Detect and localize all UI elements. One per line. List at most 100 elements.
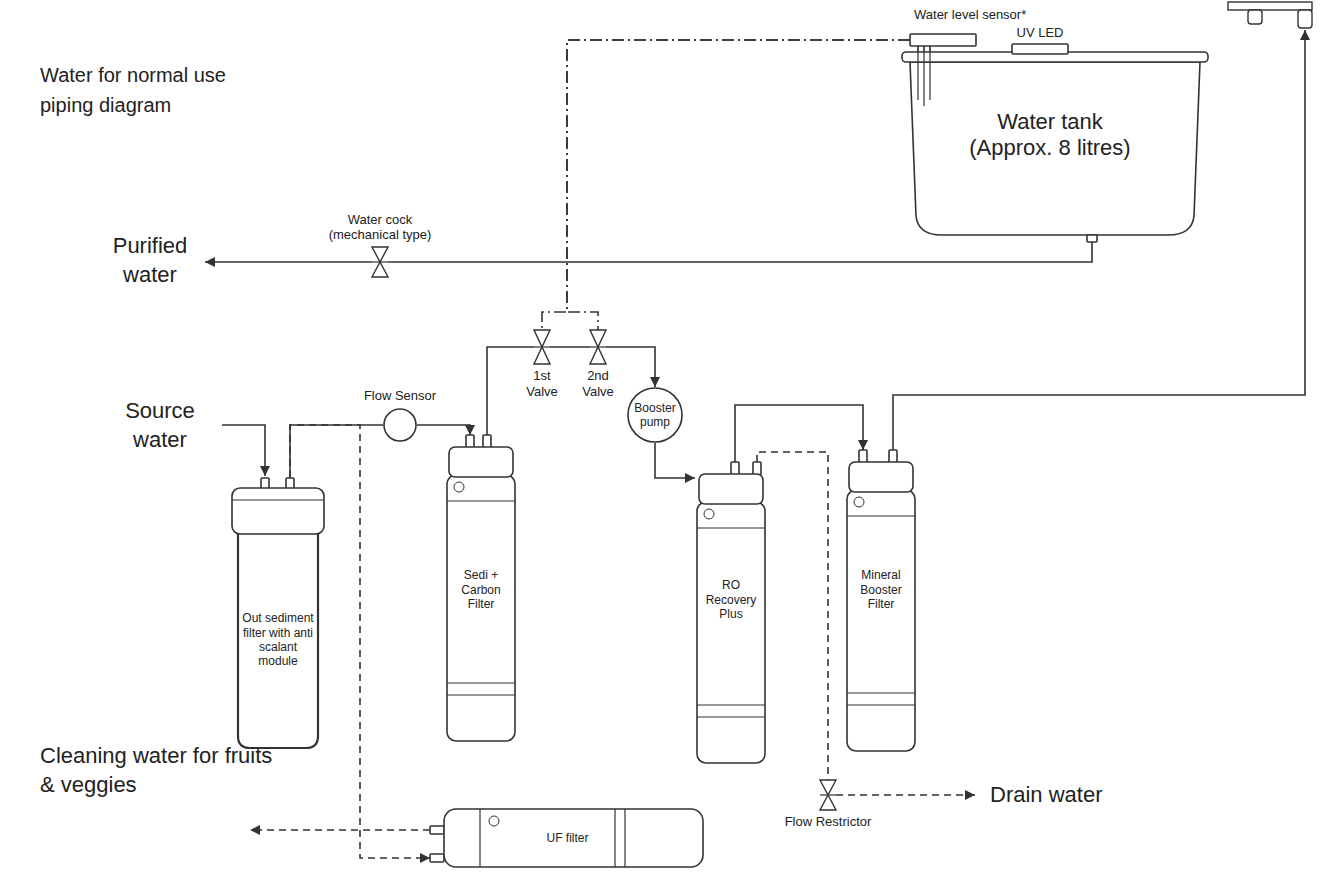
small-box	[910, 34, 976, 46]
valve: 1st Valve	[534, 330, 550, 364]
pipe-connector	[290, 425, 383, 478]
water-level-sensor-outline	[910, 34, 976, 46]
valve-symbol	[372, 247, 388, 277]
ro-membrane: RO Recovery Plus	[695, 462, 767, 767]
valve-pipe	[372, 261, 388, 262]
cartridge-band	[447, 682, 515, 683]
circle-symbol	[384, 409, 416, 441]
tank-body	[910, 62, 1200, 235]
sensor-probe	[923, 46, 924, 106]
cartridge-band	[697, 527, 765, 528]
inlet-fitting	[1228, 2, 1312, 10]
node-text: Water cock (mechanical type)	[320, 212, 440, 243]
water-level-sensor: Water level sensor*	[910, 34, 976, 46]
port	[466, 435, 474, 448]
purified-pipe	[205, 261, 372, 263]
sensor-probe	[917, 46, 918, 100]
mineral-filter: Mineral Booster Filter	[845, 450, 917, 755]
node-text: Out sediment filter with anti scalant mo…	[242, 611, 314, 669]
pipe-connector	[567, 40, 910, 330]
port	[731, 462, 739, 475]
node-text: 2nd Valve	[577, 368, 619, 399]
pipe-connector	[542, 40, 910, 330]
pipe-end-label: Drain water	[990, 781, 1150, 810]
pipe-end-label: Source water	[115, 397, 205, 454]
inlet-knob	[1248, 10, 1262, 24]
flow-restrictor: Flow Restrictor	[820, 780, 836, 810]
node-text: Water tank (Approx. 8 litres)	[960, 109, 1140, 162]
water-cock-outline	[372, 247, 388, 277]
pipe-connector	[417, 425, 470, 435]
sensor-probe	[923, 46, 924, 106]
pipe-connector	[655, 443, 695, 478]
cartridge-body	[697, 502, 765, 763]
pipe-connector	[606, 347, 655, 387]
cartridge-band	[847, 515, 915, 516]
node-text: Sedi + Carbon Filter	[450, 568, 512, 611]
sensor-probe	[929, 46, 930, 100]
pipe-connector	[893, 30, 1305, 450]
valve-outline	[590, 330, 606, 364]
cartridge-band	[847, 692, 915, 693]
valve-pipe	[534, 346, 550, 347]
node-text: Mineral Booster Filter	[850, 568, 912, 611]
valve: 2nd Valve	[590, 330, 606, 364]
cartridge-band	[447, 500, 515, 501]
cartridge-band	[697, 704, 765, 705]
sensor-probe	[929, 46, 930, 100]
node-text: Booster pump	[629, 401, 681, 430]
uf-filter: UF filter	[430, 805, 705, 871]
cartridge-band	[847, 704, 915, 705]
uf-band	[624, 809, 625, 867]
logo-mark	[454, 482, 464, 492]
port	[859, 450, 867, 463]
node-text: Flow Restrictor	[785, 814, 872, 830]
carbon-filter: Sedi + Carbon Filter	[445, 435, 517, 745]
node-text: 1st Valve	[521, 368, 563, 399]
flow-sensor-outline	[383, 408, 417, 442]
valve-symbol	[590, 330, 606, 364]
sensor-probe	[917, 46, 918, 100]
sediment-filter: Out sediment filter with anti scalant mo…	[232, 478, 324, 748]
small-box	[1012, 44, 1068, 54]
tank-outlet	[1087, 235, 1097, 242]
booster-pump: Booster pump	[627, 387, 683, 443]
node-text: UV LED	[1017, 25, 1064, 41]
port	[430, 826, 444, 834]
pipe-end-label: Cleaning water for fruits & veggies	[40, 742, 275, 799]
drain-pipe	[836, 794, 975, 796]
flow-restrictor-outline	[820, 780, 836, 810]
pipe-connector	[735, 405, 863, 462]
node-text: UF filter	[518, 831, 618, 845]
pipe-connector	[388, 242, 1092, 262]
housing-cap	[232, 488, 324, 534]
housing-band	[232, 499, 324, 500]
cleaning-pipe	[250, 829, 430, 831]
valve-symbol	[534, 330, 550, 364]
valve-outline	[534, 330, 550, 364]
diagram-title: Water for normal use piping diagram	[40, 60, 240, 120]
circle-symbol	[628, 388, 682, 442]
port	[430, 854, 444, 862]
node-text: RO Recovery Plus	[700, 578, 762, 621]
water-cock: Water cock (mechanical type)	[372, 247, 388, 277]
cartridge-band	[697, 716, 765, 717]
cartridge-cap	[449, 447, 513, 477]
logo-mark	[704, 509, 714, 519]
uf-band	[479, 809, 480, 867]
cartridge-cap	[699, 474, 763, 504]
water-tank: Water tank (Approx. 8 litres)UV LEDWater…	[900, 30, 1312, 242]
cartridge-body	[447, 475, 515, 741]
node-text: Water level sensor*	[914, 7, 1026, 23]
cartridge-body	[847, 490, 915, 751]
pipe-connector	[550, 346, 590, 348]
source-pipe	[222, 425, 265, 476]
inlet-knob	[1298, 10, 1312, 28]
cartridge-cap	[849, 462, 913, 492]
port	[889, 450, 897, 463]
housing-body	[238, 532, 318, 748]
pipe-end-label: Purified water	[105, 232, 195, 289]
uf-body	[444, 809, 703, 867]
logo-mark	[854, 497, 864, 507]
